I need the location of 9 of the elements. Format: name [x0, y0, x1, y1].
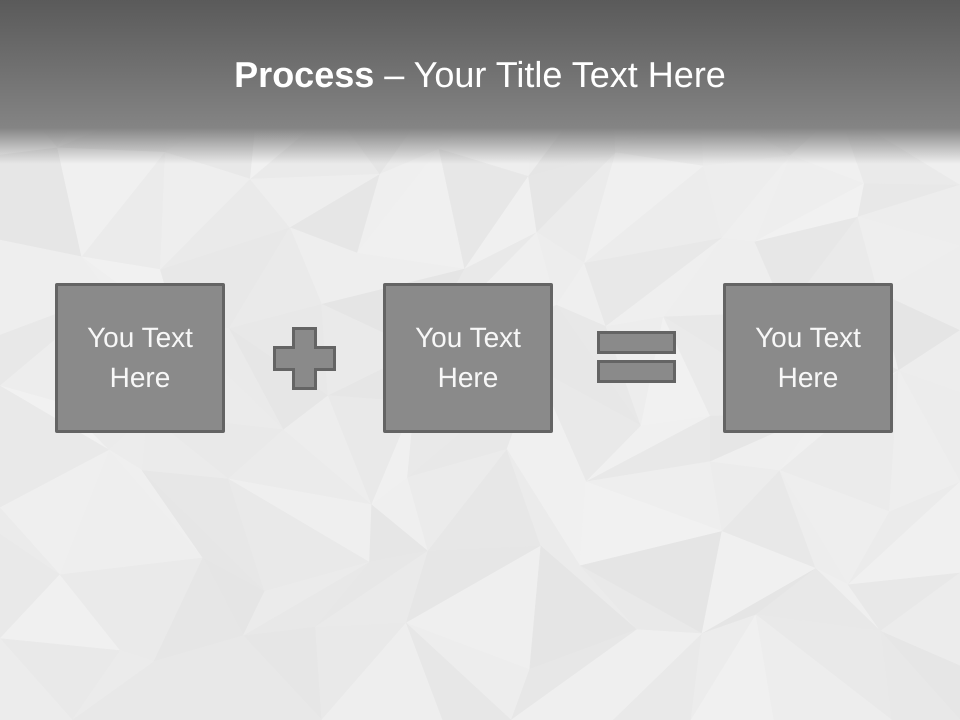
box-text: You Text Here: [414, 321, 522, 395]
box-text: You Text Here: [86, 321, 194, 395]
slide-title: Process – Your Title Text Here: [234, 53, 726, 97]
equals-icon: [597, 331, 676, 383]
plus-icon: [273, 327, 336, 390]
box-text: You Text Here: [754, 321, 862, 395]
process-box: [55, 283, 225, 433]
process-box: [723, 283, 893, 433]
process-box: [383, 283, 553, 433]
